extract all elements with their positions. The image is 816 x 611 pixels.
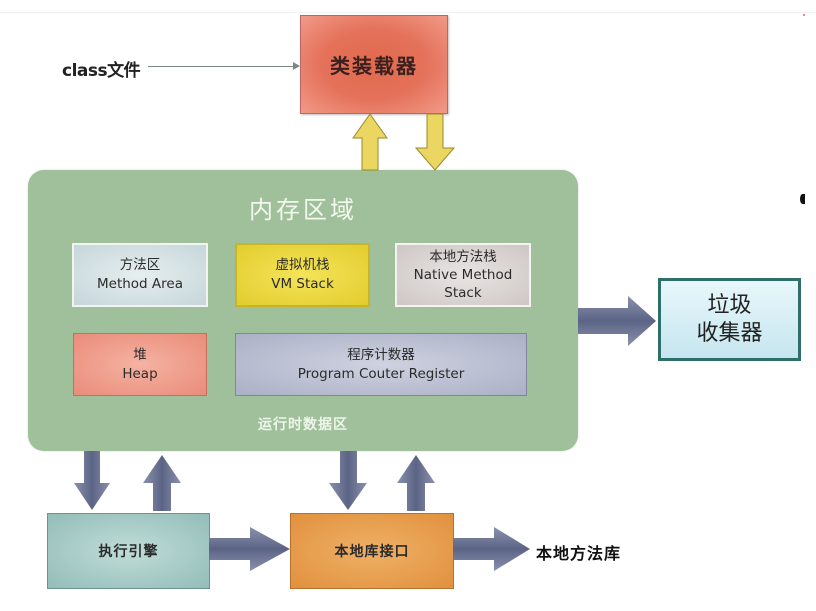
loader-down-arrow — [414, 113, 456, 171]
to-gc-arrow — [578, 296, 656, 346]
native-method-stack-en-line1: Native Method — [413, 267, 513, 283]
memory-to-engine-arrow — [74, 451, 110, 510]
class-loader-box: 类装载器 — [300, 15, 448, 114]
vm-stack-box: 虚拟机栈 VM Stack — [235, 243, 370, 307]
cropped-glyph-fragment — [800, 194, 805, 204]
native-interface-box: 本地库接口 — [290, 513, 454, 589]
heap-box: 堆 Heap — [73, 333, 207, 396]
native-interface-to-library-arrow — [453, 527, 530, 571]
method-area-zh: 方法区 — [119, 257, 161, 273]
garbage-collector-line1: 垃圾 — [707, 292, 752, 318]
memory-area-container — [28, 170, 578, 451]
native-library-label: 本地方法库 — [536, 544, 622, 563]
native-interface-to-memory-arrow — [397, 455, 435, 511]
class-loader-label: 类装载器 — [330, 54, 418, 78]
engine-to-native-interface-arrow — [209, 527, 290, 571]
vm-stack-en: VM Stack — [271, 276, 334, 292]
vm-stack-zh: 虚拟机栈 — [275, 257, 330, 273]
method-area-box: 方法区 Method Area — [72, 243, 208, 307]
method-area-en: Method Area — [97, 276, 183, 292]
class-file-label: class文件 — [62, 61, 141, 81]
program-counter-box: 程序计数器 Program Couter Register — [235, 333, 527, 396]
native-method-stack-zh: 本地方法栈 — [429, 249, 497, 265]
top-divider — [0, 12, 816, 13]
class-file-connector-line — [148, 66, 298, 67]
program-counter-zh: 程序计数器 — [347, 346, 415, 363]
native-interface-label: 本地库接口 — [334, 544, 410, 560]
execution-engine-label: 执行引擎 — [98, 544, 159, 560]
execution-engine-box: 执行引擎 — [47, 513, 210, 589]
garbage-collector-box: 垃圾 收集器 — [658, 278, 801, 361]
native-method-stack-en-line2: Stack — [444, 285, 482, 301]
garbage-collector-line2: 收集器 — [696, 320, 763, 346]
engine-to-memory-arrow — [143, 455, 181, 511]
loader-up-arrow — [352, 113, 388, 171]
memory-area-title: 内存区域 — [249, 196, 357, 224]
runtime-data-area-label: 运行时数据区 — [258, 417, 348, 433]
program-counter-en: Program Couter Register — [297, 365, 465, 382]
edge-dot — [803, 14, 805, 16]
memory-to-native-interface-arrow — [329, 451, 367, 510]
heap-zh: 堆 — [133, 346, 147, 363]
class-file-arrowhead — [293, 62, 300, 70]
native-method-stack-box: 本地方法栈 Native Method Stack — [395, 243, 531, 307]
heap-en: Heap — [122, 365, 158, 382]
